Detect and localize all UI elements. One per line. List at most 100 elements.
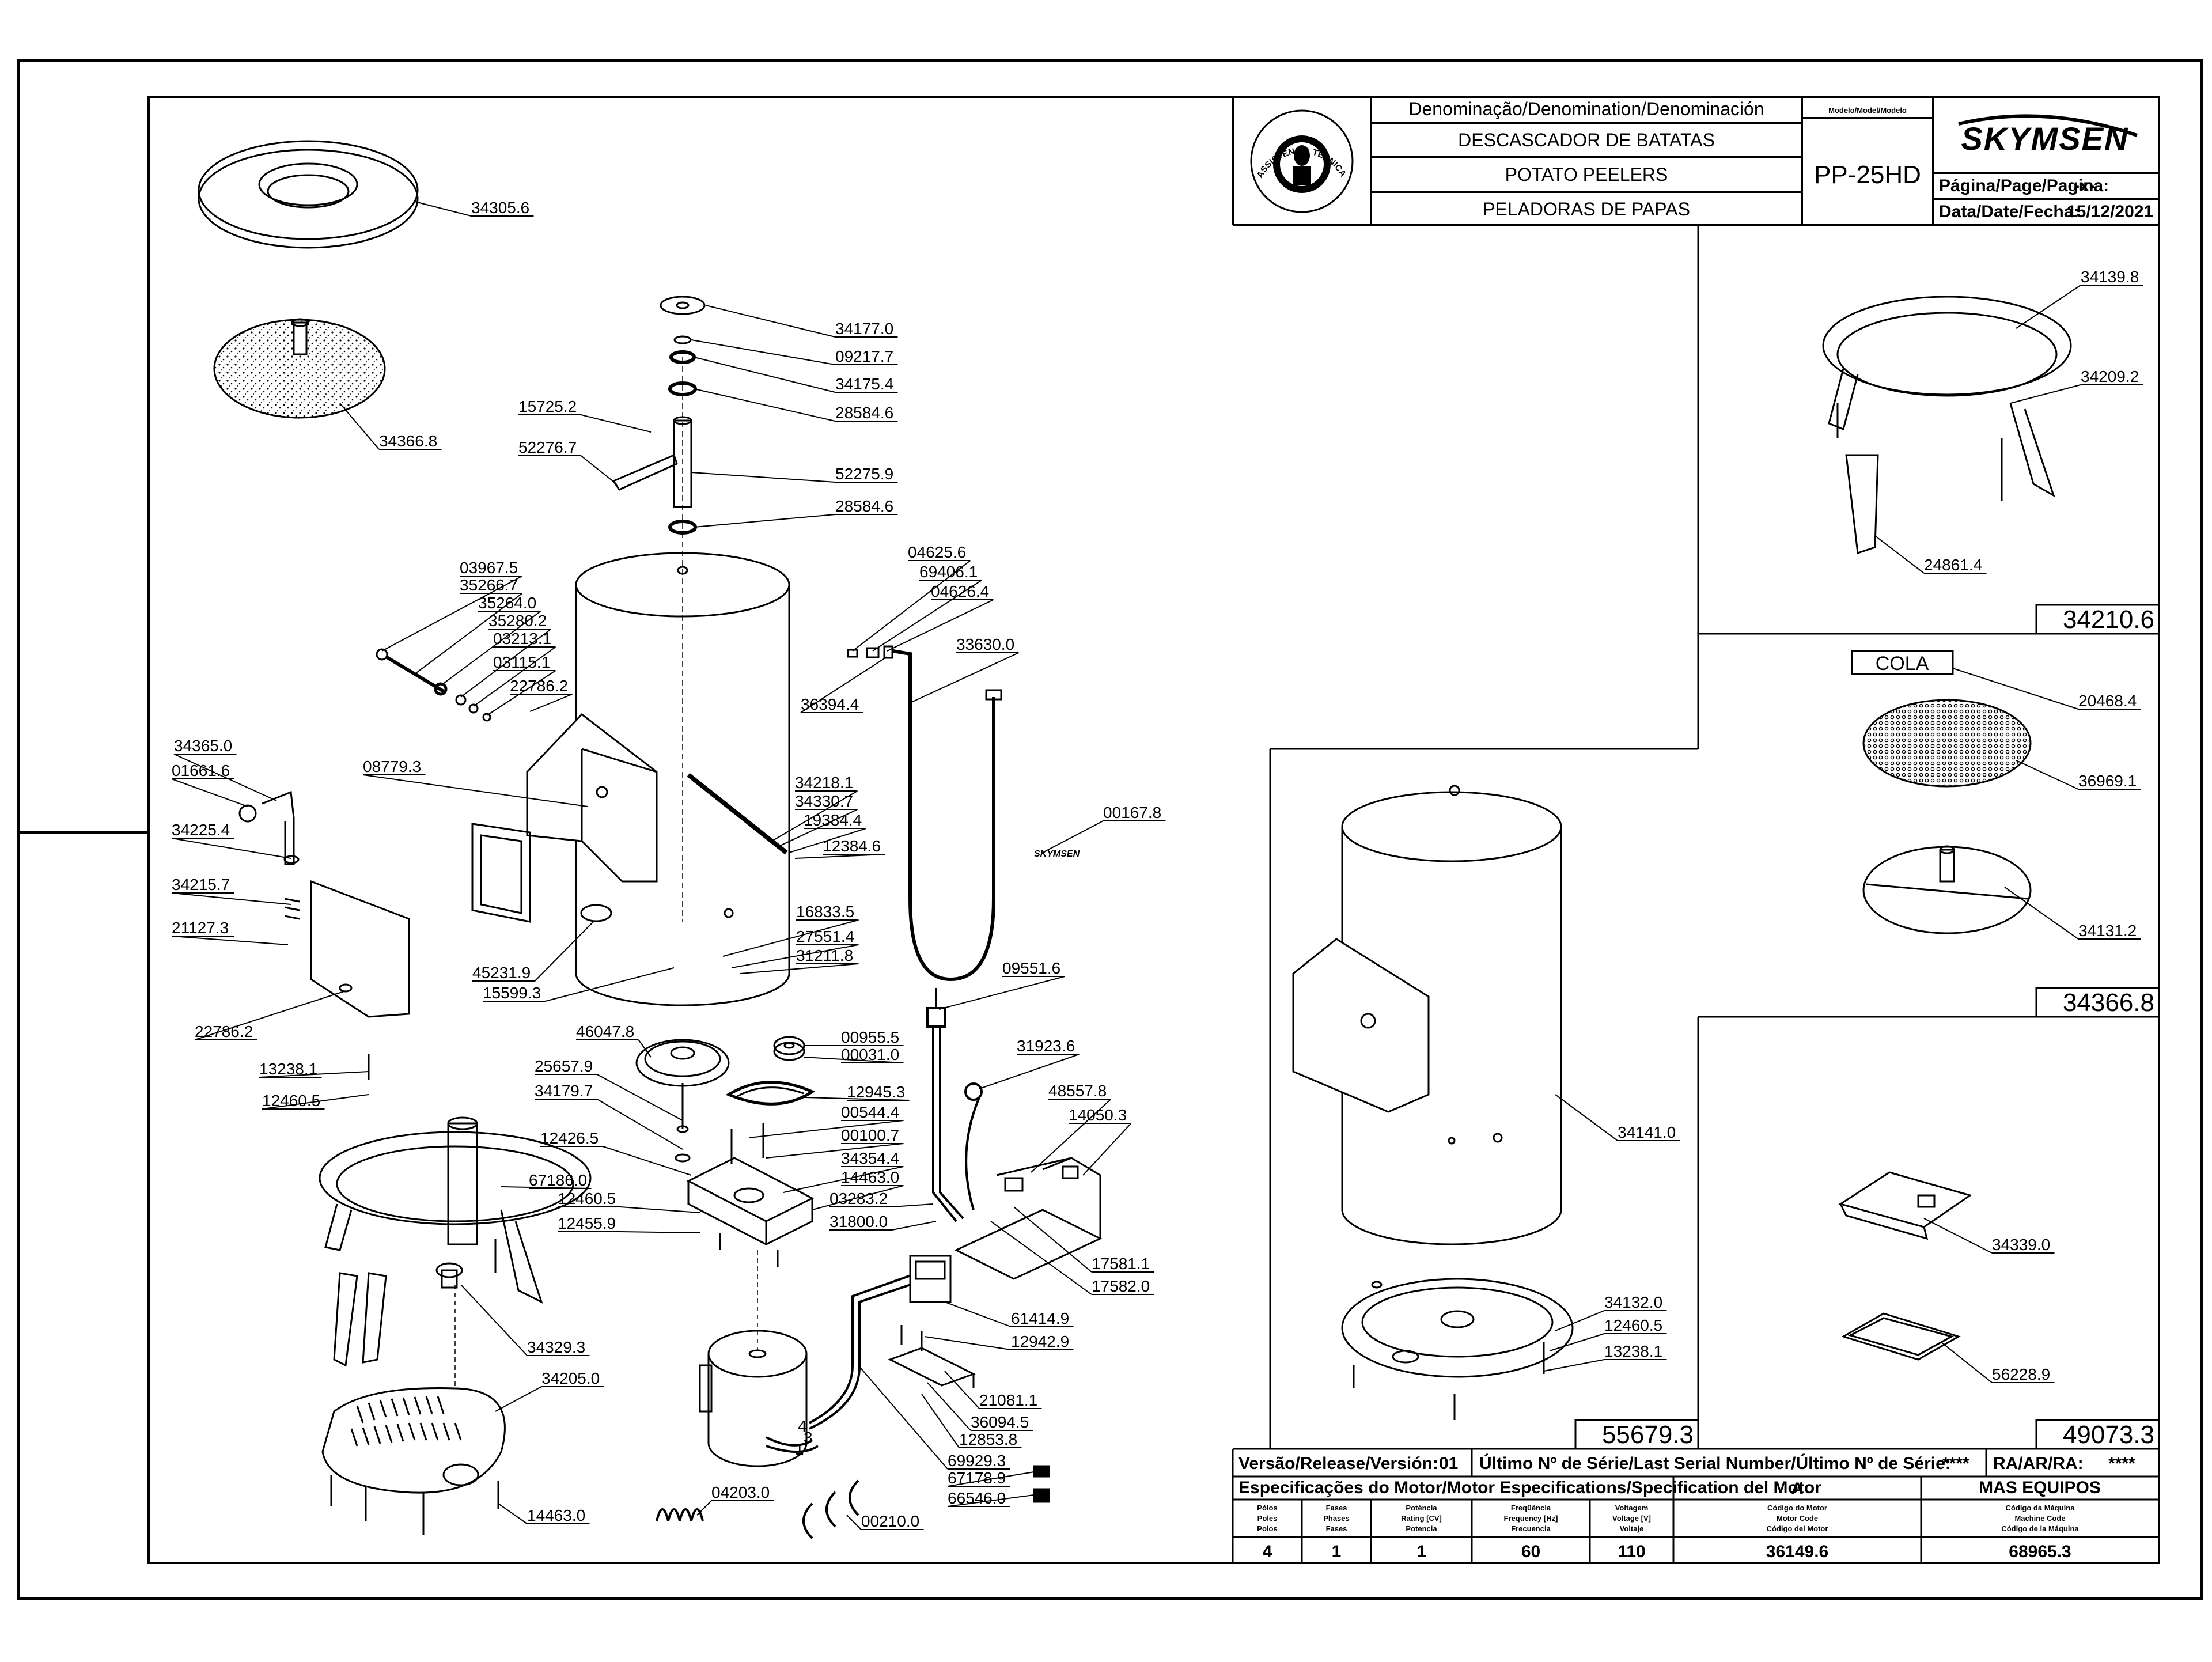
callout-leader [194,990,346,1040]
assembly-55679-3: 55679.3 [1602,1421,1694,1449]
callout-leader [1555,1310,1605,1331]
callout-c-36094-5: 36094.5 [971,1413,1029,1431]
callout-c-00031-0: 00031.0 [841,1046,899,1063]
callout-c-22786-2b: 22786.2 [195,1023,253,1040]
callout-c-28584-6a: 28584.6 [835,404,893,422]
motor-letter: A [1791,1479,1804,1498]
callout-c-67178-9: 67178.9 [948,1469,1006,1487]
lever-drawing [238,790,295,865]
callout-leader [944,1301,1012,1327]
spec-header-4: Frecuencia [1511,1524,1551,1533]
detail-stand-drawing [1822,296,2072,555]
callout-leader [603,1146,692,1176]
callout-labels: 34305.634366.834177.009217.734175.428584… [172,199,2139,1530]
callout-leader [381,576,522,652]
callout-leader [1941,1342,1993,1383]
callout-c-19384-4: 19384.4 [804,811,862,829]
version-value: 01 [1439,1454,1458,1473]
product-name-es: PELADORAS DE PAPAS [1483,199,1690,219]
motor-spec-label: Especificações do Motor/Motor Especifica… [1238,1478,1821,1497]
motor-bracket-drawing [686,1123,815,1267]
callout-c-34139-8: 34139.8 [2081,268,2139,286]
logo-decal-drawing: SKYMSEN [1034,849,1080,859]
callout-leader [1013,1206,1092,1273]
callout-c-14050-3: 14050.3 [1069,1106,1127,1124]
detail-tray-drawing [1838,1171,1972,1361]
callout-c-04203-0: 04203.0 [711,1483,770,1501]
callout-c-00210-0: 00210.0 [861,1512,919,1530]
callout-leader [1952,668,2079,710]
callout-c-01661-6: 01661.6 [172,762,230,779]
product-name-en: POTATO PEELERS [1505,164,1668,185]
callout-leader [696,1500,712,1516]
motor-drawing [699,1250,808,1467]
callout-c-13238-1a: 13238.1 [259,1060,317,1078]
callout-leader [887,599,994,652]
callout-leader [545,967,675,1002]
callout-leader [440,611,541,686]
spec-header-5: Voltagem [1615,1504,1649,1512]
callout-c-12460-5a: 12460.5 [262,1092,320,1110]
callout-leader [694,514,836,528]
wiring-drawing [766,988,983,1453]
spec-header-7: Código da Máquina [2006,1504,2075,1512]
svg-text:ASSISTÊNCIA TÉCNICA AUTORIZADA: ASSISTÊNCIA TÉCNICA AUTORIZADA [0,0,1349,180]
callout-c-17581-1: 17581.1 [1092,1255,1150,1273]
shaft-stack-drawing [612,296,706,535]
callout-c-09217-7: 09217.7 [835,347,893,365]
callout-leader [580,455,617,484]
callout-leader [534,921,594,982]
sheet-frame [17,59,2203,1600]
spec-header-1: Pólos [1257,1504,1277,1512]
callout-leader [1042,820,1104,853]
callout-leader [620,1231,700,1233]
callout-c-25657-9: 25657.9 [535,1057,593,1075]
page-label: Página/Page/Pagina: [1939,176,2109,195]
assembly-34366-8: 34366.8 [2063,989,2154,1017]
callout-leader [927,1382,971,1431]
callout-leader [694,357,836,393]
callout-c-34175-4: 34175.4 [835,375,893,393]
callout-leader [783,1166,904,1193]
ra-label: RA/AR/RA: [1993,1454,2084,1473]
callout-c-03115-1: 03115.1 [493,653,550,671]
version-label: Versão/Release/Versión: [1238,1454,1438,1473]
callout-wire-1: 1 [795,1440,804,1458]
spec-header-2: Phases [1323,1514,1350,1523]
motor-spec-columns: PólosPolesPolos4FasesPhasesFases1Potênci… [1257,1504,2079,1561]
callout-leader [1082,1123,1132,1176]
callout-leader [414,593,523,675]
ra-value: **** [2108,1454,2135,1473]
callout-c-12460-5c: 12460.5 [1604,1316,1662,1334]
equip-label: MAS EQUIPOS [1979,1478,2101,1497]
spec-header-3: Rating [CV] [1401,1514,1442,1523]
callout-leader [171,936,289,945]
connector-a-drawing [1033,1465,1050,1478]
stand-frame-drawing [319,1054,592,1367]
callout-leader [910,652,1019,703]
callout-leader [259,1071,369,1078]
springs-drawing [656,1479,859,1539]
chute-drawing [471,713,658,923]
callout-leader [731,944,859,968]
callout-leader [501,1186,592,1189]
spec-header-6: Código do Motor [1767,1504,1827,1512]
callout-leader [812,1185,904,1210]
callout-c-12853-8: 12853.8 [959,1430,1017,1448]
callout-c-04626-4: 04626.4 [931,582,989,600]
callout-leader [2016,285,2081,329]
detail-tank-drawing [1292,785,1562,1245]
guard-drawing [283,855,410,1018]
cola-tag [1851,650,1954,675]
detail-disc-drawing [1862,699,2032,934]
callout-c-12460-5b: 12460.5 [558,1190,616,1207]
callout-c-52276-7: 52276.7 [518,438,577,456]
callout-leader [581,414,652,433]
spec-value-4: 60 [1521,1542,1540,1561]
callout-c-12942-9: 12942.9 [1011,1332,1069,1350]
callout-leader [748,1120,904,1138]
assembly-34210-6: 34210.6 [2063,605,2154,634]
callout-c-34354-4: 34354.4 [841,1149,899,1167]
spec-value-2: 1 [1332,1542,1342,1561]
